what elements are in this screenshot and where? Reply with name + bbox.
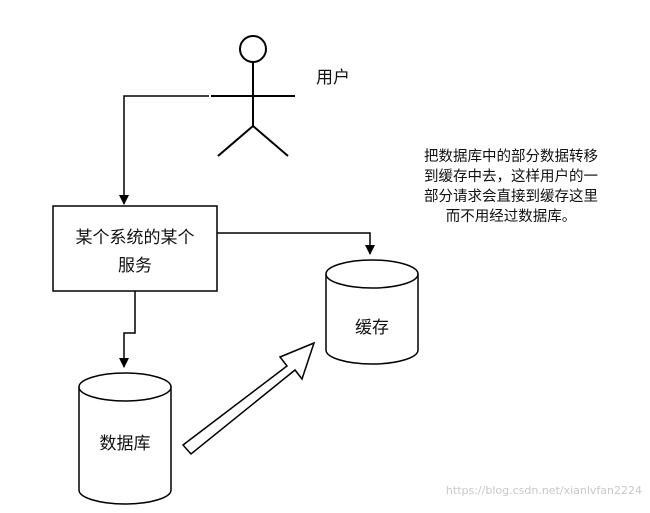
service-label-line1: 某个系统的某个 (76, 228, 195, 248)
cache-cylinder (325, 259, 419, 365)
database-cylinder (78, 372, 172, 505)
note-line-4: 而不用经过数据库。 (445, 209, 577, 225)
actor-head (239, 35, 267, 63)
cache-label: 缓存 (355, 318, 389, 338)
actor-right-leg (252, 125, 289, 157)
service-box (52, 205, 218, 292)
explanation-note: 把数据库中的部分数据转移 到缓存中去，这样用户的一 部分请求会直接到缓存这里 而… (398, 147, 624, 227)
note-line-1: 把数据库中的部分数据转移 (424, 149, 598, 165)
database-label: 数据库 (100, 434, 151, 454)
actor-left-leg (217, 125, 254, 157)
database-to-cache-block-arrow (181, 341, 316, 456)
note-line-2: 到缓存中去，这样用户的一 (424, 169, 598, 185)
service-label-line2: 服务 (118, 256, 152, 276)
user-to-service-connector (119, 95, 209, 205)
user-actor-icon (211, 35, 295, 157)
service-to-cache-connector (217, 232, 375, 255)
user-label: 用户 (316, 68, 350, 88)
watermark: https://blog.csdn.net/xianlvfan2224 (445, 484, 642, 497)
service-to-database-connector (119, 291, 136, 368)
note-line-3: 部分请求会直接到缓存这里 (424, 189, 598, 205)
